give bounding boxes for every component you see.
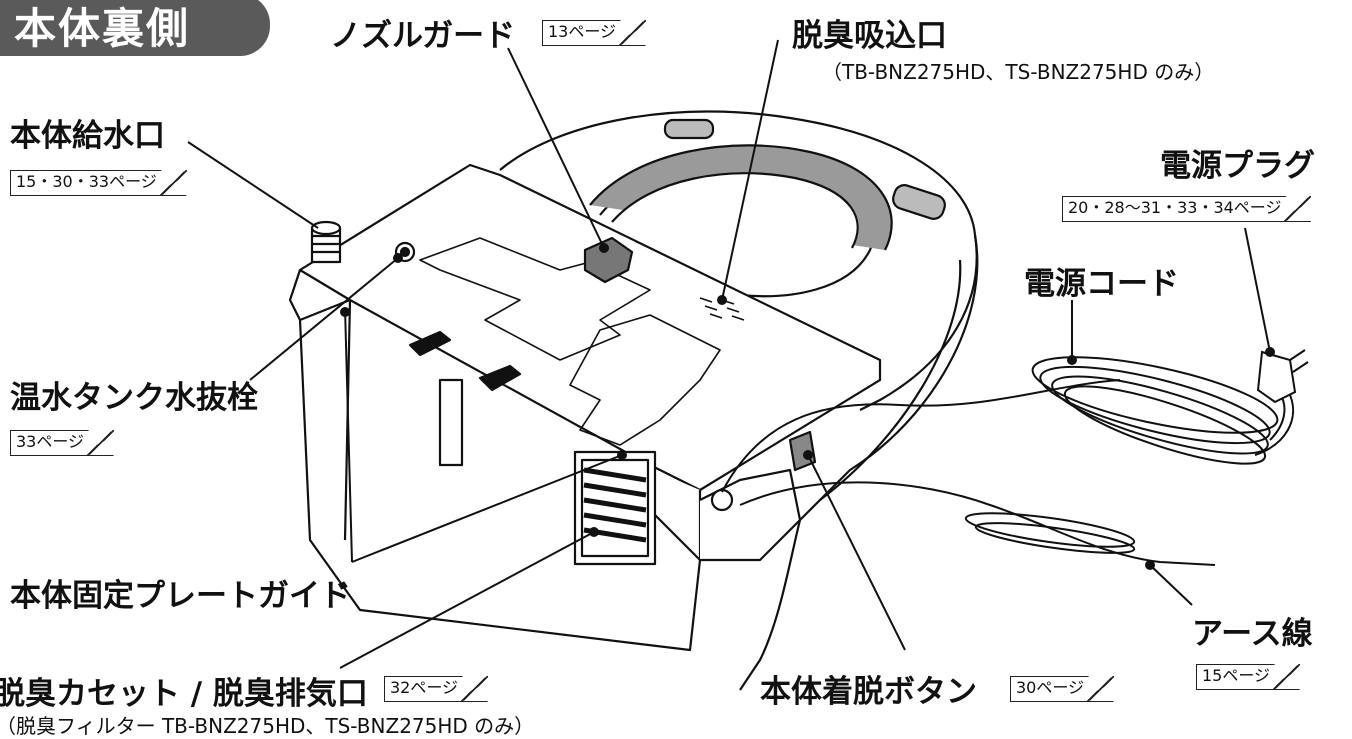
leader-dots (340, 243, 1275, 570)
leader-lines (187, 39, 1271, 669)
seat-outer-outline (499, 110, 978, 411)
page-ref-earth-wire[interactable]: 15ページ (1196, 664, 1301, 690)
cord-exit-hole (710, 488, 734, 512)
label-drain-plug: 温水タンク水抜栓 (10, 380, 258, 416)
power-cord-coil (721, 349, 1309, 566)
label-nozzle-guard: ノズルガード (330, 18, 516, 54)
clip-right (478, 364, 522, 392)
seat-pad-left (663, 118, 715, 140)
label-release-button: 本体着脱ボタン (760, 674, 977, 710)
note-deodor-intake: （TB-BNZ275HD、TS-BNZ275HD のみ） (822, 60, 1215, 84)
deodor-cassette-grille (573, 450, 657, 566)
page-ref-nozzle-guard[interactable]: 13ページ (542, 20, 647, 46)
page-ref-drain-plug[interactable]: 33ページ (10, 430, 115, 456)
page-ref-deodor-cassette[interactable]: 32ページ (384, 676, 489, 702)
label-power-cord: 電源コード (1024, 266, 1179, 302)
note-deodor-cassette: （脱臭フィルター TB-BNZ275HD、TS-BNZ275HD のみ） (0, 714, 535, 738)
clip-left (408, 330, 452, 357)
base-top-surface (298, 163, 882, 492)
water-inlet-fitting (310, 220, 342, 264)
nozzle-guard-block (583, 236, 634, 284)
section-title: 本体裏側 (14, 3, 191, 53)
earth-wire (739, 481, 1216, 566)
label-power-plug: 電源プラグ (1160, 148, 1315, 184)
power-plug-shape (1256, 350, 1297, 404)
label-deodor-cassette: 脱臭カセット / 脱臭排気口 (0, 676, 368, 712)
label-deodor-intake: 脱臭吸込口 (792, 18, 947, 54)
page-ref-release-button[interactable]: 30ページ (1010, 676, 1115, 702)
release-button-shape (788, 430, 817, 472)
label-water-inlet: 本体給水口 (10, 118, 165, 154)
seat-pad-right (892, 184, 946, 220)
page-ref-water-inlet[interactable]: 15・30・33ページ (10, 170, 187, 196)
page-ref-power-plug[interactable]: 20・28～31・33・34ページ (1062, 196, 1312, 222)
label-plate-guide: 本体固定プレートガイド (10, 578, 351, 614)
section-title-badge: 本体裏側 (0, 0, 270, 56)
plate-guide-slot (438, 378, 464, 467)
label-earth-wire: アース線 (1192, 616, 1313, 652)
